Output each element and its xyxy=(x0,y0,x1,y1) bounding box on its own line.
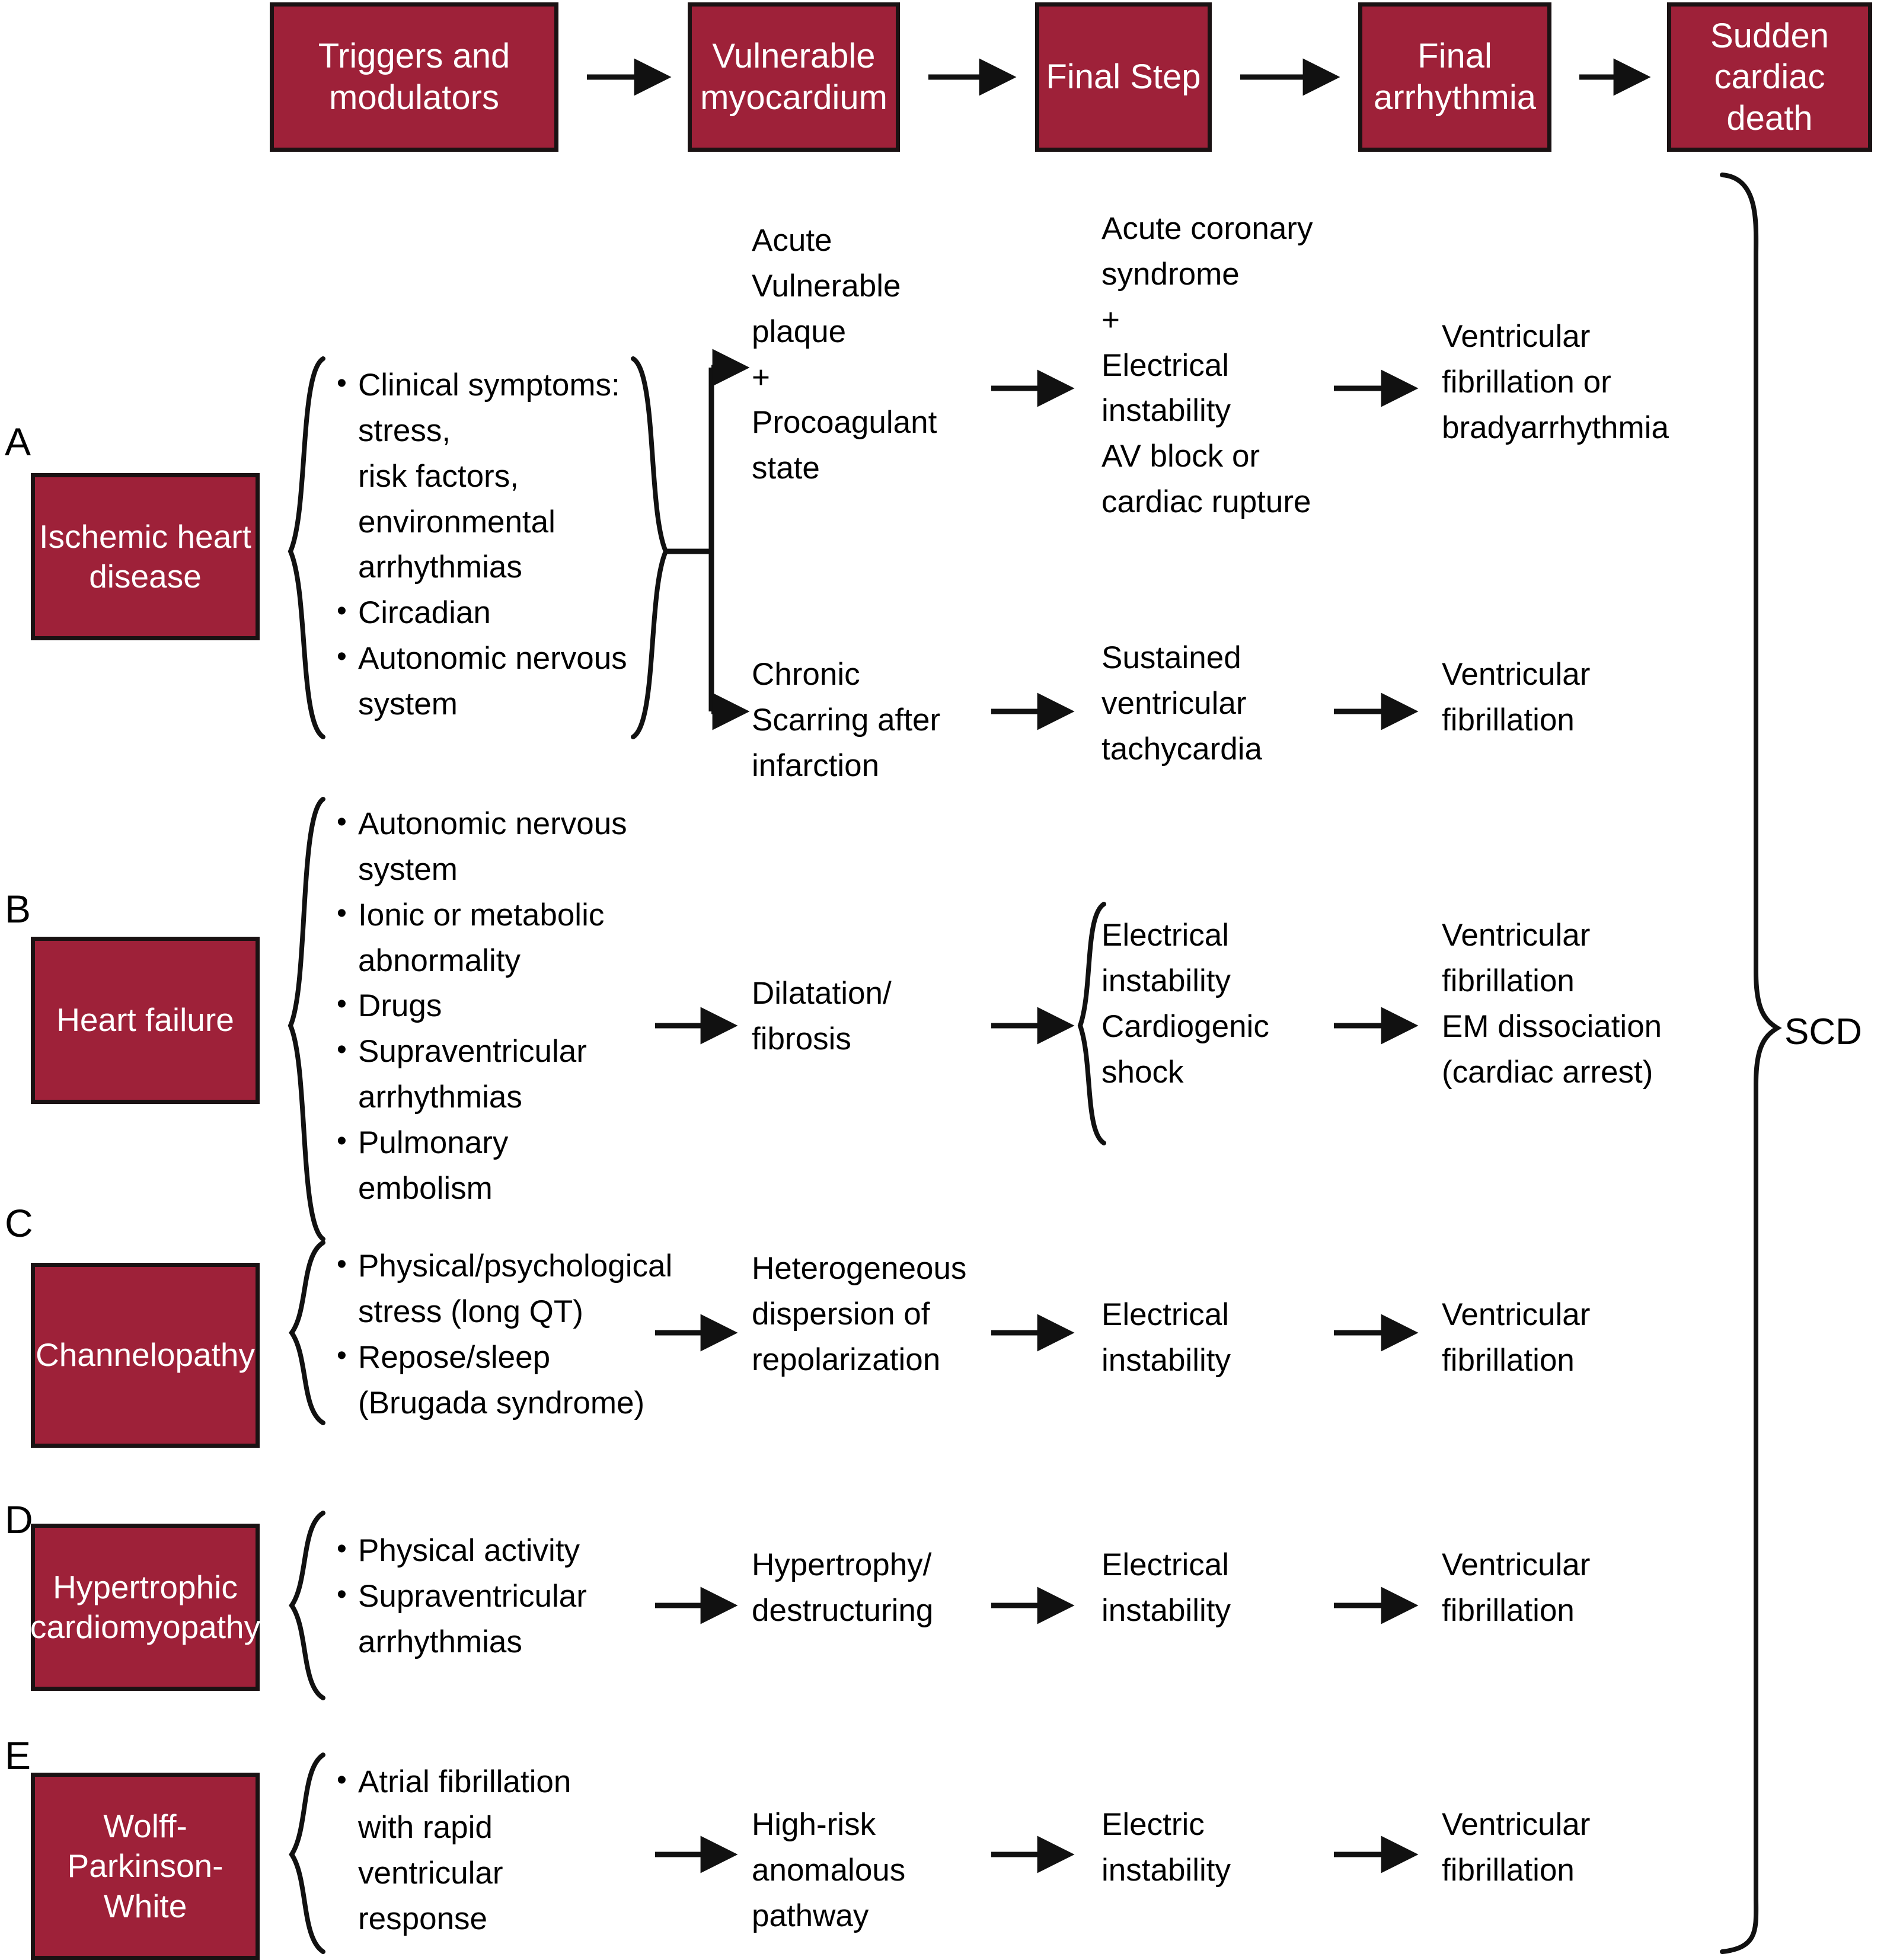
myocardium-text-d: Hypertrophy/ destructuring xyxy=(752,1547,934,1628)
list-item: Ionic or metabolic xyxy=(332,893,640,938)
brace-triggers-c xyxy=(289,1240,1419,1425)
final-step-text-b: Electrical instability Cardiogenic shock xyxy=(1101,918,1269,1090)
list-item: Autonomic nervous xyxy=(332,802,640,847)
scd-brace xyxy=(1720,173,1782,1954)
disease-box-wolff-parkinson-white: Wolff- Parkinson- White xyxy=(31,1773,260,1960)
brace-triggers-d xyxy=(289,1511,1419,1700)
header-box-final-step: Final Step xyxy=(1035,2,1212,152)
brace-triggers-a xyxy=(288,349,750,739)
myocardium-text-c: Heterogeneous dispersion of repolarizati… xyxy=(752,1251,967,1377)
list-item: stress (long QT) xyxy=(358,1294,583,1329)
arrhythmia-text-a2: Ventricular fibrillation xyxy=(1442,657,1591,738)
brace-triggers-b xyxy=(288,797,1419,1241)
disease-box-ischemic-heart-disease: Ischemic heart disease xyxy=(31,473,260,640)
list-item: Physical/psychological xyxy=(332,1244,672,1289)
list-item: stress, xyxy=(358,413,451,448)
disease-box-hypertrophic-cardiomyopathy: Hypertrophic cardiomyopathy xyxy=(30,1524,260,1691)
trigger-list-c: Physical/psychological stress (long QT) … xyxy=(332,1244,672,1426)
final-step-text-d: Electrical instability xyxy=(1101,1547,1231,1628)
myocardium-text-e: High-risk anomalous pathway xyxy=(752,1807,906,1933)
list-item: arrhythmias xyxy=(358,1624,522,1659)
row-label-c: C xyxy=(5,1201,33,1245)
final-step-text-c: Electrical instability xyxy=(1101,1297,1231,1378)
brace-triggers-e xyxy=(289,1752,1419,1954)
list-item: system xyxy=(358,686,458,722)
list-item: Atrial fibrillation xyxy=(332,1760,640,1805)
header-box-final-arrhythmia: Final arrhythmia xyxy=(1358,2,1551,152)
disease-box-heart-failure: Heart failure xyxy=(31,937,260,1104)
row-label-a: A xyxy=(5,420,31,464)
list-item: ventricular xyxy=(358,1855,503,1891)
list-item: risk factors, xyxy=(358,458,519,494)
list-item: response xyxy=(358,1901,488,1936)
header-box-triggers: Triggers and modulators xyxy=(270,2,558,152)
arrhythmia-text-a1: Ventricular fibrillation or bradyarrhyth… xyxy=(1442,319,1669,445)
list-item: Drugs xyxy=(332,984,640,1029)
trigger-list-a: Clinical symptoms: stress, risk factors,… xyxy=(332,363,640,727)
header-box-sudden-cardiac-death: Sudden cardiac death xyxy=(1667,2,1872,152)
list-item: abnormality xyxy=(358,943,521,978)
myocardium-text-b: Dilatation/ fibrosis xyxy=(752,976,892,1056)
arrhythmia-text-c: Ventricular fibrillation xyxy=(1442,1297,1591,1378)
arrhythmia-text-d: Ventricular fibrillation xyxy=(1442,1547,1591,1628)
disease-box-channelopathy: Channelopathy xyxy=(31,1263,260,1448)
header-box-vulnerable-myocardium: Vulnerable myocardium xyxy=(688,2,900,152)
brace-final-step-b xyxy=(1077,902,1106,1145)
list-item: Physical activity xyxy=(332,1528,640,1574)
trigger-list-b: Autonomic nervous system Ionic or metabo… xyxy=(332,802,640,1212)
trigger-list-e: Atrial fibrillation with rapid ventricul… xyxy=(332,1760,640,1942)
row-label-e: E xyxy=(5,1734,31,1777)
list-item: arrhythmias xyxy=(358,550,522,585)
arrhythmia-text-b: Ventricular fibrillation EM dissociation… xyxy=(1442,918,1662,1090)
list-item: with rapid xyxy=(358,1809,493,1845)
arrhythmia-text-e: Ventricular fibrillation xyxy=(1442,1807,1591,1888)
myocardium-text-a2: Chronic Scarring after infarction xyxy=(752,657,941,783)
list-item: arrhythmias xyxy=(358,1080,522,1115)
final-step-text-a2: Sustained ventricular tachycardia xyxy=(1101,640,1263,767)
trigger-list-d: Physical activity Supraventricular arrhy… xyxy=(332,1528,640,1665)
myocardium-text-a1: Acute Vulnerable plaque + Procoagulant s… xyxy=(752,223,937,486)
list-item: Clinical symptoms: xyxy=(332,363,640,408)
list-item: Circadian xyxy=(332,590,640,636)
final-step-text-e: Electric instability xyxy=(1101,1807,1231,1888)
row-label-d: D xyxy=(5,1498,33,1541)
list-item: Supraventricular xyxy=(332,1574,640,1620)
list-item: Repose/sleep xyxy=(332,1335,664,1381)
list-item: (Brugada syndrome) xyxy=(358,1385,645,1420)
final-step-text-a1: Acute coronary syndrome + Electrical ins… xyxy=(1101,211,1313,520)
list-item: Supraventricular xyxy=(332,1029,640,1075)
list-item: system xyxy=(358,851,458,887)
scd-label: SCD xyxy=(1784,1011,1862,1052)
list-item: environmental xyxy=(358,504,555,540)
list-item: Pulmonary embolism xyxy=(332,1121,640,1212)
list-item: Autonomic nervous xyxy=(332,636,640,682)
row-label-b: B xyxy=(5,887,31,931)
